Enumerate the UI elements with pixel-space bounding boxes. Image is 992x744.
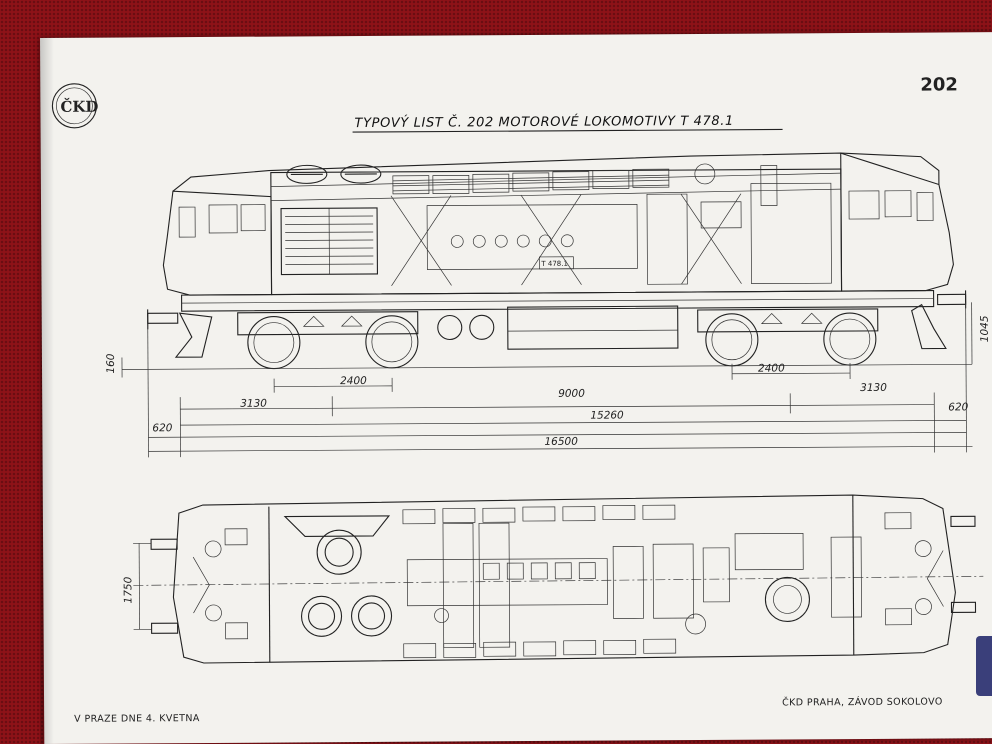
footer-maker: ČKD PRAHA, ZÁVOD SOKOLOVO (782, 695, 943, 708)
title-underline (352, 128, 783, 133)
drawing-sheet: ČKD 202 TYPOVÝ LIST Č. 202 MOTOROVÉ LOKO… (40, 32, 992, 744)
dim-end-pivot-right: 3130 (860, 382, 887, 394)
dim-buffer-right: 620 (948, 401, 968, 413)
dim-length-frame: 15260 (590, 409, 624, 421)
dim-wheelbase-left: 2400 (340, 375, 367, 387)
blue-object-edge (976, 636, 992, 696)
ckd-logo: ČKD (51, 83, 98, 129)
footer-place-date: V PRAZE DNE 4. KVETNA (74, 713, 200, 725)
dim-pivot-distance: 9000 (558, 388, 585, 400)
dimension-lines (121, 302, 973, 458)
logo-text: ČKD (60, 98, 98, 116)
dim-rail-height: 160 (105, 353, 117, 373)
plan-view: 1750 (122, 494, 984, 664)
side-elevation: T 478.1 (122, 152, 973, 370)
dimension-labels: 160 1045 2400 2400 3130 9000 3130 620 62… (105, 315, 991, 448)
dim-buffer-left: 620 (152, 422, 172, 434)
loco-plate-text: T 478.1 (540, 260, 568, 268)
dim-buffer-spacing: 1750 (122, 576, 134, 603)
sheet-title: TYPOVÝ LIST Č. 202 MOTOROVÉ LOKOMOTIVY T… (354, 113, 733, 131)
technical-drawing: ČKD 202 TYPOVÝ LIST Č. 202 MOTOROVÉ LOKO… (51, 74, 991, 725)
dim-end-pivot-left: 3130 (240, 398, 267, 410)
page-number: 202 (920, 74, 958, 95)
bogie-left (237, 311, 419, 370)
dim-length-over-buffers: 16500 (544, 436, 578, 448)
page-shadow (40, 38, 54, 744)
bogie-right (697, 308, 879, 367)
dim-wheelbase-right: 2400 (758, 362, 785, 374)
dim-buffer-height: 1045 (979, 315, 991, 342)
